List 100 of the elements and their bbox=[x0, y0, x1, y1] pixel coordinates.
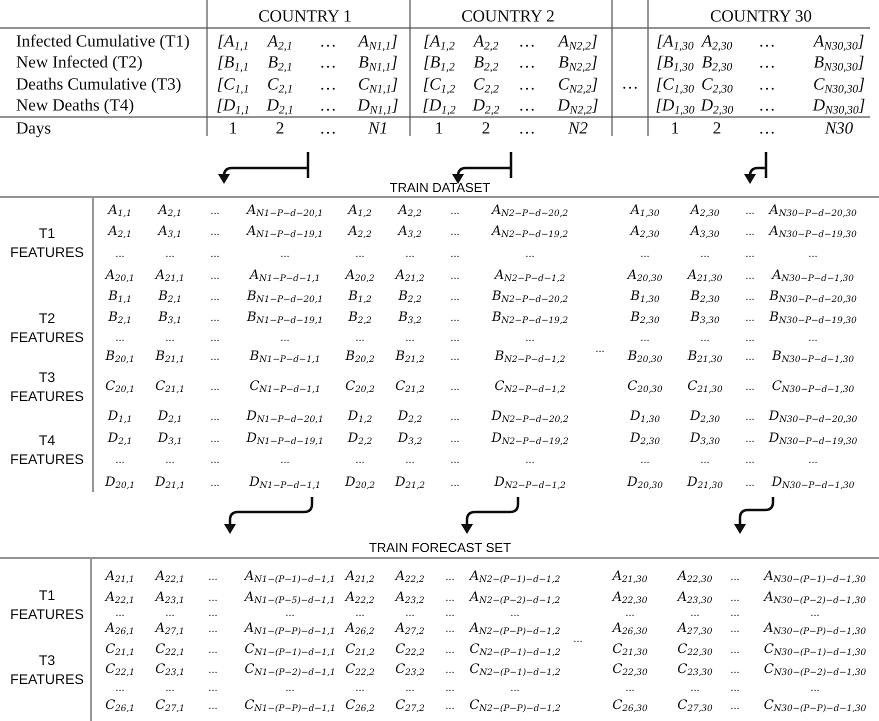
matrix-entry: A$_{3,2}$ bbox=[398, 224, 422, 240]
ellipsis: ... bbox=[450, 332, 460, 344]
matrix-entry: C$_{21,2}$ bbox=[345, 642, 375, 658]
matrix-entry: B$_{2,30}$ bbox=[690, 290, 720, 304]
ellipsis: ... bbox=[445, 682, 455, 694]
matrix-entry: D$_{N1−P−d−1,1}$ bbox=[249, 476, 321, 490]
day-number: 2 bbox=[276, 120, 284, 138]
ellipsis: ... bbox=[445, 664, 455, 676]
ellipsis: ... bbox=[355, 454, 365, 466]
ellipsis: ... bbox=[405, 454, 415, 466]
ellipsis: ... bbox=[208, 622, 218, 636]
matrix-entry: A$_{N30−(P−P)−d−1,30}$ bbox=[764, 622, 866, 636]
matrix-entry: D$_{2,1}$ bbox=[266, 96, 294, 116]
matrix-entry: A$_{N2−(P−P)−d−1,2}$ bbox=[470, 622, 560, 636]
day-number: 2 bbox=[712, 120, 722, 138]
ellipsis: ... bbox=[450, 350, 460, 364]
ellipsis: ... bbox=[445, 622, 455, 636]
matrix-entry: D$_{1,30}$ bbox=[630, 410, 660, 424]
matrix-entry: D$_{3,1}$ bbox=[158, 432, 182, 446]
ellipsis: ... bbox=[700, 454, 710, 466]
matrix-entry: B$_{N1,1}$] bbox=[358, 54, 398, 72]
row-label: New Infected (T2) bbox=[16, 54, 142, 72]
matrix-entry: D$_{1,1}$ bbox=[108, 410, 132, 424]
ellipsis: ... bbox=[165, 682, 175, 694]
ellipsis: ... bbox=[208, 570, 218, 584]
matrix-entry: B$_{21,30}$ bbox=[688, 350, 722, 364]
matrix-entry: A$_{3,1}$ bbox=[158, 224, 182, 240]
matrix-entry: A$_{26,1}$ bbox=[105, 622, 135, 636]
row-label: Days bbox=[16, 120, 51, 138]
matrix-entry: C$_{N2−(P−1)−d−1,2}$ bbox=[469, 642, 561, 658]
ellipsis: ... bbox=[208, 606, 218, 620]
ellipsis: ... bbox=[115, 682, 125, 694]
matrix-entry: C$_{N1−P−d−1,1}$ bbox=[249, 380, 321, 394]
matrix-entry: D$_{2,1}$ bbox=[108, 432, 132, 446]
day-number: 1 bbox=[434, 120, 444, 138]
matrix-entry: [D$_{1,2}$ bbox=[422, 96, 456, 116]
matrix-entry: D$_{N2−P−d−1,2}$ bbox=[494, 476, 566, 490]
ellipsis: ... bbox=[745, 476, 755, 490]
matrix-entry: A$_{N30−(P−1)−d−1,30}$ bbox=[764, 570, 866, 584]
ellipsis: ... bbox=[450, 270, 460, 282]
feature-label: T4 FEATURES bbox=[9, 431, 85, 469]
ellipsis: ... bbox=[450, 290, 460, 304]
ellipsis: ... bbox=[355, 332, 365, 344]
matrix-entry: B$_{N2−P−d−1,2}$ bbox=[494, 350, 566, 364]
matrix-entry: D$_{N2−P−d−19,2}$ bbox=[491, 432, 569, 446]
ellipsis: ... bbox=[210, 432, 220, 446]
ellipsis: ... bbox=[208, 664, 218, 676]
ellipsis: ... bbox=[510, 682, 520, 694]
ellipsis: ... bbox=[165, 606, 175, 620]
ellipsis: ... bbox=[745, 204, 755, 218]
row-label: Infected Cumulative (T1) bbox=[16, 32, 190, 52]
ellipsis: ... bbox=[690, 606, 700, 620]
ellipsis: ... bbox=[355, 682, 365, 694]
ellipsis: ... bbox=[745, 350, 755, 364]
matrix-entry: B$_{20,2}$ bbox=[345, 350, 375, 364]
ellipsis: ... bbox=[730, 664, 740, 676]
matrix-entry: A$_{20,30}$ bbox=[628, 268, 662, 284]
matrix-entry: D$_{21,30}$ bbox=[687, 476, 723, 490]
matrix-entry: D$_{2,30}$ bbox=[700, 96, 734, 116]
matrix-entry: D$_{N1,1}$] bbox=[357, 96, 399, 116]
feature-label: T3 FEATURES bbox=[9, 368, 85, 406]
matrix-entry: A$_{23,1}$ bbox=[155, 590, 185, 606]
matrix-entry: C$_{N30,30}$] bbox=[813, 76, 865, 94]
matrix-entry: D$_{N30−P−d−1,30}$ bbox=[772, 476, 854, 490]
matrix-entry: C$_{23,2}$ bbox=[395, 662, 425, 678]
ellipsis: ... bbox=[808, 332, 818, 344]
ellipsis: ... bbox=[730, 700, 740, 712]
matrix-entry: A$_{N30−P−d−1,30}$ bbox=[772, 268, 854, 284]
section-title: TRAIN DATASET bbox=[390, 180, 490, 196]
matrix-entry: D$_{N1−P−d−19,1}$ bbox=[246, 432, 324, 446]
ellipsis: ... bbox=[208, 644, 218, 656]
ellipsis: ... bbox=[450, 476, 460, 490]
matrix-entry: D$_{20,1}$ bbox=[104, 476, 136, 490]
matrix-entry: C$_{20,2}$ bbox=[345, 380, 375, 394]
matrix-entry: C$_{N1−(P−1)−d−1,1}$ bbox=[244, 642, 336, 658]
matrix-entry: A$_{N30,30}$] bbox=[814, 32, 864, 52]
ellipsis: … bbox=[622, 74, 638, 94]
matrix-entry: C$_{N30−P−d−1,30}$ bbox=[772, 380, 854, 394]
ellipsis: … bbox=[758, 120, 776, 138]
matrix-entry: A$_{26,2}$ bbox=[345, 622, 375, 636]
matrix-entry: A$_{N2−P−d−1,2}$ bbox=[494, 268, 566, 284]
ellipsis: ... bbox=[730, 606, 740, 620]
ellipsis: ... bbox=[445, 570, 455, 584]
ellipsis: ... bbox=[165, 248, 175, 260]
ellipsis: ... bbox=[210, 476, 220, 490]
ellipsis: ... bbox=[450, 454, 460, 466]
matrix-entry: A$_{21,1}$ bbox=[155, 268, 185, 284]
ellipsis: … bbox=[758, 32, 776, 52]
matrix-entry: C$_{N2−P−d−1,2}$ bbox=[494, 380, 566, 394]
ellipsis: ... bbox=[450, 312, 460, 324]
ellipsis: ... bbox=[450, 226, 460, 238]
matrix-entry: C$_{27,1}$ bbox=[155, 698, 185, 714]
matrix-entry: C$_{21,2}$ bbox=[395, 380, 425, 394]
matrix-entry: [B$_{1,2}$ bbox=[423, 54, 455, 72]
ellipsis: ... bbox=[280, 248, 290, 260]
ellipsis: ... bbox=[450, 380, 460, 394]
ellipsis: ... bbox=[445, 700, 455, 712]
ellipsis: ... bbox=[700, 248, 710, 260]
matrix-entry: A$_{27,30}$ bbox=[678, 622, 712, 636]
matrix-entry: [A$_{1,2}$ bbox=[423, 32, 455, 52]
